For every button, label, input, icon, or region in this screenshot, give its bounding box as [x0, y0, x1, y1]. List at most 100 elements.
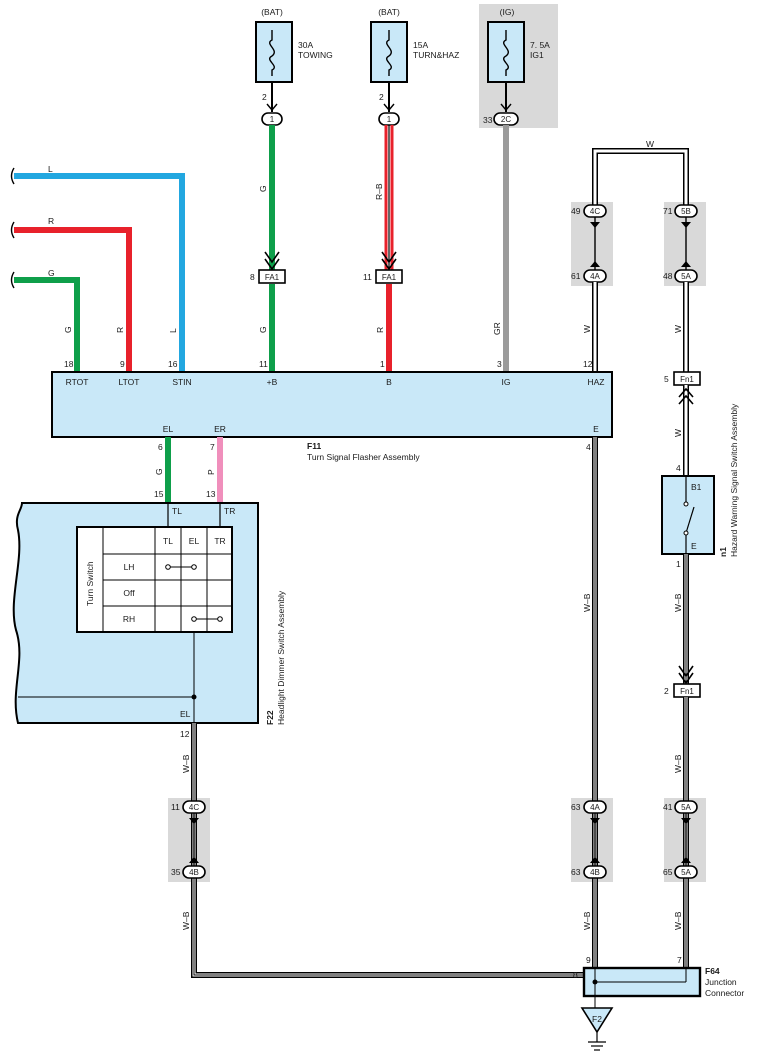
svg-text:63: 63: [571, 867, 581, 877]
svg-text:B1: B1: [691, 482, 702, 492]
terminal-label: B: [386, 377, 392, 387]
hazard-warning-signal-switch: B1 E: [661, 475, 715, 555]
pin-number: 4: [586, 442, 591, 452]
pin-number: 7: [677, 955, 682, 965]
pin-number: 12: [180, 729, 190, 739]
headlight-dimmer-switch-assembly: TL TR Turn Switch TL EL TR LH Off RH EL: [12, 502, 259, 724]
wire-w-loop: W: [592, 139, 689, 210]
svg-text:5: 5: [664, 374, 669, 384]
svg-text:8: 8: [250, 272, 255, 282]
terminal-label: +B: [267, 377, 278, 387]
svg-text:EL: EL: [180, 709, 191, 719]
connector-fn1-top: Fn1 5: [664, 371, 701, 386]
junction-connector: [582, 966, 702, 1008]
svg-text:4C: 4C: [189, 803, 199, 812]
pin-number: 2: [379, 92, 384, 102]
svg-text:49: 49: [571, 206, 581, 216]
fuse-15a-turn-haz: (BAT) 15A TURN&HAZ: [370, 7, 459, 83]
wire-color-label: W–B: [582, 911, 592, 930]
pin-number: 3: [497, 359, 502, 369]
svg-text:1: 1: [270, 115, 275, 124]
terminal-label: LTOT: [119, 377, 140, 387]
svg-text:5A: 5A: [681, 803, 691, 812]
fuse-name: TOWING: [298, 50, 333, 60]
pin-number: 9: [586, 955, 591, 965]
svg-text:Fn1: Fn1: [680, 687, 694, 696]
terminal-label: EL: [163, 424, 174, 434]
svg-text:61: 61: [571, 271, 581, 281]
pin-number: 2: [262, 92, 267, 102]
svg-text:35: 35: [171, 867, 181, 877]
svg-text:TL: TL: [172, 506, 182, 516]
component-code: F11: [307, 441, 321, 451]
terminal-label: ER: [214, 424, 226, 434]
fuse-7-5a-ig1: (IG) 7. 5A IG1: [487, 7, 550, 83]
input-wire-l: L: [10, 164, 185, 372]
pin-number: 33: [483, 115, 493, 125]
wire-color-label: P: [206, 469, 216, 475]
terminal-label: IG: [502, 377, 511, 387]
table-row-label: RH: [123, 614, 135, 624]
pin-number: 6: [158, 442, 163, 452]
wire-color-label: W–B: [673, 911, 683, 930]
svg-text:1: 1: [387, 115, 392, 124]
fuse-name: IG1: [530, 50, 544, 60]
svg-text:48: 48: [663, 271, 673, 281]
component-name: Headlight Dimmer Switch Assembly: [276, 590, 286, 725]
terminal-label: E: [593, 424, 599, 434]
table-row-label: Off: [123, 588, 135, 598]
svg-text:2: 2: [664, 686, 669, 696]
svg-text:4B: 4B: [590, 868, 600, 877]
connector-fn1-bottom: Fn1 2: [664, 683, 701, 698]
pin-number: 15: [154, 489, 164, 499]
svg-text:L: L: [48, 164, 53, 174]
svg-text:5B: 5B: [681, 207, 691, 216]
splice-5a-5a-right: 5A 41 5A 65: [663, 800, 698, 879]
wire-color-label: R: [375, 327, 385, 333]
svg-text:4B: 4B: [189, 868, 199, 877]
connector-1-turnhaz: 1: [378, 112, 400, 126]
connector-1-towing: 1: [261, 112, 283, 126]
fuse-name: TURN&HAZ: [413, 50, 459, 60]
table-column-header: EL: [189, 536, 200, 546]
fuse-supply-label: (BAT): [378, 7, 400, 17]
wire-color-label: W: [673, 429, 683, 437]
table-column-header: TL: [163, 536, 173, 546]
wire-color-label: W–B: [582, 593, 592, 612]
svg-text:11: 11: [363, 272, 372, 282]
svg-text:5A: 5A: [681, 272, 691, 281]
terminal-label: RTOT: [66, 377, 89, 387]
wire-wb-dimmer-ground: [191, 723, 584, 978]
splice-4a-4b-mid: 4A 63 4B 63: [571, 800, 607, 879]
fuse-rating: 30A: [298, 40, 313, 50]
pin-number: 8: [573, 970, 578, 980]
svg-text:5A: 5A: [681, 868, 691, 877]
wire-color-label: R: [115, 327, 125, 333]
wire-color-label: W–B: [181, 754, 191, 773]
svg-text:71: 71: [663, 206, 673, 216]
pin-number: 12: [583, 359, 593, 369]
terminal-label: HAZ: [588, 377, 605, 387]
svg-text:4A: 4A: [590, 272, 600, 281]
component-name: Connector: [705, 988, 744, 998]
component-code: F22: [265, 710, 275, 725]
component-name: Turn Signal Flasher Assembly: [307, 452, 420, 462]
fuse-rating: 7. 5A: [530, 40, 550, 50]
wire-color-label: W: [673, 325, 683, 333]
input-wire-r: R: [10, 216, 132, 372]
pin-number: 13: [206, 489, 216, 499]
connector-fa1-left: FA1 8: [250, 269, 286, 284]
component-name: Hazard Warning Signal Switch Assembly: [729, 403, 739, 557]
svg-text:FA1: FA1: [382, 273, 397, 282]
splice-4c-4b-left: 4C 11 4B 35: [171, 800, 206, 879]
splice-5b-5a-top: 5B 71 5A 48: [663, 204, 698, 283]
pin-number: 4: [676, 463, 681, 473]
pin-number: 1: [380, 359, 385, 369]
wire-color-label: G: [258, 185, 268, 192]
svg-text:Fn1: Fn1: [680, 375, 694, 384]
component-name: Junction: [705, 977, 737, 987]
fuse-rating: 15A: [413, 40, 428, 50]
svg-text:R: R: [48, 216, 54, 226]
svg-text:4C: 4C: [590, 207, 600, 216]
wire-color-label: W–B: [181, 911, 191, 930]
